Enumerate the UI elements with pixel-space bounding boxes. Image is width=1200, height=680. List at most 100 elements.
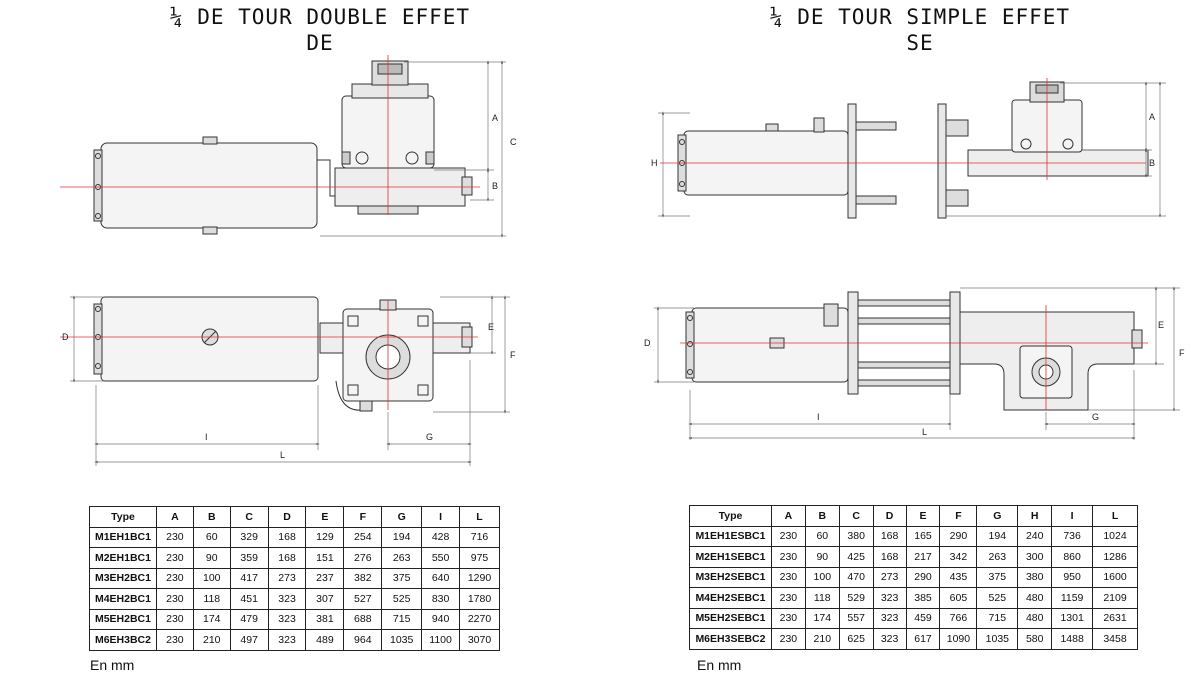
table-cell: 480: [1017, 607, 1053, 629]
table-cell: 525: [381, 588, 423, 610]
table-cell: 380: [1017, 566, 1053, 588]
table-type-cell: M4EH2BC1: [89, 588, 157, 610]
table-cell: 323: [872, 607, 907, 629]
table-header-cell: C: [838, 505, 874, 527]
de-dim-d: D: [62, 332, 69, 342]
table-cell: 276: [343, 547, 383, 569]
table-cell: 480: [1017, 587, 1053, 609]
table-cell: 90: [804, 546, 840, 568]
table-cell: 168: [872, 525, 907, 547]
de-dim-l: L: [280, 450, 285, 460]
table-header-cell: L: [1092, 505, 1138, 527]
table-cell: 2109: [1092, 587, 1138, 609]
de-dim-e: E: [488, 322, 494, 332]
table-cell: 254: [343, 526, 383, 548]
table-header-cell: F: [939, 505, 978, 527]
table-cell: 375: [976, 566, 1019, 588]
table-cell: 100: [192, 567, 231, 589]
table-cell: 300: [1017, 546, 1053, 568]
table-cell: 580: [1017, 628, 1053, 650]
table-cell: 342: [939, 546, 978, 568]
table-cell: 323: [267, 629, 307, 651]
table-cell: 230: [155, 629, 194, 651]
de-dim-f: F: [510, 350, 516, 360]
table-cell: 470: [838, 566, 874, 588]
table-type-cell: M5EH2SEBC1: [689, 607, 772, 629]
table-header-cell: I: [421, 506, 461, 528]
de-dim-c: C: [510, 137, 517, 147]
table-header-cell: E: [305, 506, 345, 528]
table-cell: 497: [229, 629, 269, 651]
table-cell: 950: [1051, 566, 1094, 588]
table-cell: 230: [155, 567, 194, 589]
table-cell: 688: [343, 608, 383, 630]
table-header-cell: B: [192, 506, 231, 528]
table-type-cell: M4EH2SEBC1: [689, 587, 772, 609]
table-cell: 964: [343, 629, 383, 651]
de-dim-a: A: [492, 113, 498, 123]
table-cell: 382: [343, 567, 383, 589]
table-cell: 263: [381, 547, 423, 569]
se-dim-h: H: [651, 158, 658, 168]
table-cell: 168: [872, 546, 907, 568]
de-dim-b: B: [492, 181, 498, 191]
unit-note-se: En mm: [697, 657, 742, 673]
table-header-cell: B: [804, 505, 840, 527]
table-cell: 359: [229, 547, 269, 569]
table-cell: 557: [838, 607, 874, 629]
table-type-cell: M1EH1BC1: [89, 526, 157, 548]
table-cell: 736: [1051, 525, 1094, 547]
table-cell: 90: [192, 547, 231, 569]
table-cell: 525: [976, 587, 1019, 609]
table-header-cell: D: [872, 505, 907, 527]
table-type-cell: M1EH1ESBC1: [689, 525, 772, 547]
title-simple-effet: ¼ DE TOUR SIMPLE EFFET SE: [750, 4, 1090, 56]
table-cell: 230: [155, 526, 194, 548]
table-cell: 129: [305, 526, 345, 548]
table-cell: 323: [872, 628, 907, 650]
table-type-cell: M6EH3BC2: [89, 629, 157, 651]
table-cell: 230: [770, 566, 806, 588]
se-top-view: [685, 291, 1143, 411]
table-cell: 1035: [381, 629, 423, 651]
table-type-cell: M3EH2SEBC1: [689, 566, 772, 588]
table-header-cell: D: [267, 506, 307, 528]
table-type-cell: M5EH2BC1: [89, 608, 157, 630]
table-header-cell: A: [155, 506, 194, 528]
table-type-cell: M2EH1BC1: [89, 547, 157, 569]
table-header-cell: Type: [89, 506, 157, 528]
de-side-view: [93, 60, 473, 235]
table-cell: 194: [381, 526, 423, 548]
table-cell: 3070: [459, 629, 500, 651]
se-dim-f: F: [1179, 348, 1185, 358]
table-cell: 151: [305, 547, 345, 569]
table-cell: 625: [838, 628, 874, 650]
se-dim-l: L: [922, 427, 927, 437]
table-cell: 715: [381, 608, 423, 630]
table-cell: 100: [804, 566, 840, 588]
table-type-cell: M6EH3SEBC2: [689, 628, 772, 650]
table-cell: 975: [459, 547, 500, 569]
table-cell: 1488: [1051, 628, 1094, 650]
table-cell: 1290: [459, 567, 500, 589]
table-cell: 290: [939, 525, 978, 547]
table-cell: 385: [905, 587, 941, 609]
table-cell: 380: [838, 525, 874, 547]
table-cell: 174: [804, 607, 840, 629]
title-de-line2: DE: [306, 31, 334, 55]
table-cell: 210: [192, 629, 231, 651]
table-cell: 1035: [976, 628, 1019, 650]
